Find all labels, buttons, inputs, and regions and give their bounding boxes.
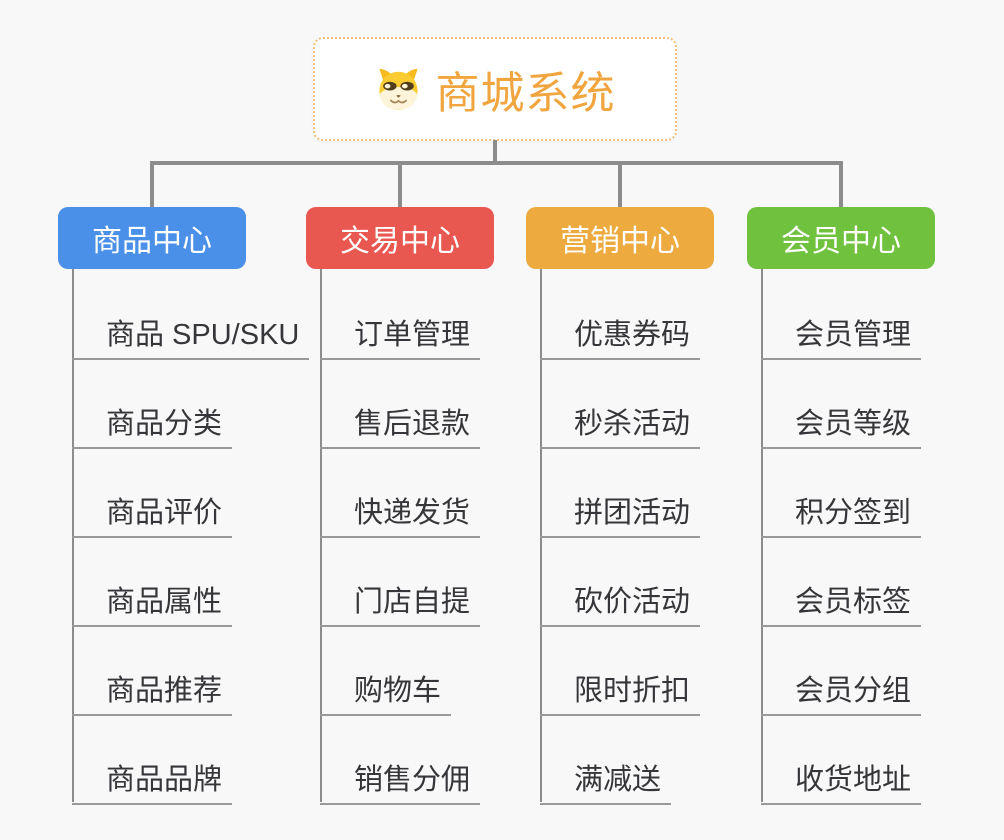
branch-node-member-center[interactable]: 会员中心 xyxy=(747,207,935,269)
connector-stub-product xyxy=(150,161,154,207)
root-node-mall-system[interactable]: 商城系统 xyxy=(313,37,677,141)
leaf-node[interactable]: 销售分佣 xyxy=(320,752,481,805)
leaf-node[interactable]: 订单管理 xyxy=(320,307,481,360)
connector-trunk-marketing xyxy=(540,269,542,802)
leaf-node[interactable]: 商品 SPU/SKU xyxy=(72,307,310,360)
leaf-node[interactable]: 砍价活动 xyxy=(540,574,701,627)
leaf-node[interactable]: 购物车 xyxy=(320,663,452,716)
connector-stub-member xyxy=(839,161,843,207)
connector-trunk-member xyxy=(761,269,763,802)
leaf-node[interactable]: 快递发货 xyxy=(320,485,481,538)
leaf-node[interactable]: 收货地址 xyxy=(761,752,922,805)
connector-trunk-product xyxy=(72,269,74,802)
leaf-node[interactable]: 会员标签 xyxy=(761,574,922,627)
leaf-node[interactable]: 会员管理 xyxy=(761,307,922,360)
leaf-node[interactable]: 商品推荐 xyxy=(72,663,233,716)
branch-node-marketing-center[interactable]: 营销中心 xyxy=(526,207,714,269)
leaf-node[interactable]: 商品分类 xyxy=(72,396,233,449)
leaf-node[interactable]: 会员分组 xyxy=(761,663,922,716)
branch-node-product-center[interactable]: 商品中心 xyxy=(58,207,246,269)
leaf-node[interactable]: 积分签到 xyxy=(761,485,922,538)
root-node-label: 商城系统 xyxy=(435,69,616,118)
connector-bus xyxy=(150,161,843,165)
leaf-node[interactable]: 商品属性 xyxy=(72,574,233,627)
leaf-node[interactable]: 秒杀活动 xyxy=(540,396,701,449)
branch-node-trade-center[interactable]: 交易中心 xyxy=(306,207,494,269)
leaf-node[interactable]: 商品评价 xyxy=(72,485,233,538)
leaf-node[interactable]: 门店自提 xyxy=(320,574,481,627)
leaf-node[interactable]: 售后退款 xyxy=(320,396,481,449)
leaf-node[interactable]: 满减送 xyxy=(540,752,672,805)
leaf-node[interactable]: 商品品牌 xyxy=(72,752,233,805)
connector-trunk-trade xyxy=(320,269,322,802)
leaf-node[interactable]: 拼团活动 xyxy=(540,485,701,538)
connector-root-stub xyxy=(493,140,497,163)
leaf-node[interactable]: 优惠券码 xyxy=(540,307,701,360)
leaf-node[interactable]: 会员等级 xyxy=(761,396,922,449)
doge-icon xyxy=(378,68,418,111)
leaf-node[interactable]: 限时折扣 xyxy=(540,663,701,716)
connector-stub-trade xyxy=(398,161,402,207)
connector-stub-marketing xyxy=(618,161,622,207)
